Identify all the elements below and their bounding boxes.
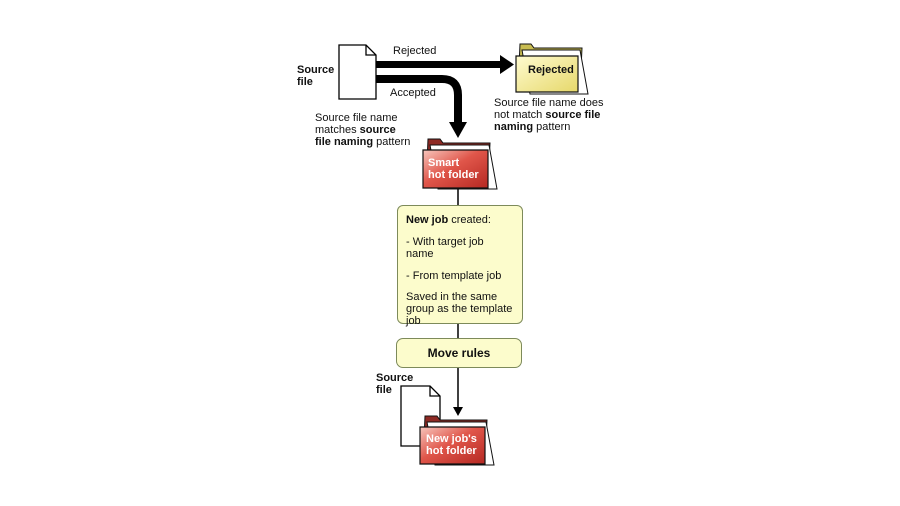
new-job-saved-line3: job (406, 315, 421, 327)
rejected-arrow-shaft (376, 61, 502, 68)
accepted-arrowhead (449, 122, 467, 138)
accepted-arrow-path (376, 75, 462, 123)
new-job-item-target-name: - With target job name (406, 236, 484, 260)
new-job-title-bold: New job (406, 214, 449, 226)
smart-hot-folder-label-line2: hot folder (428, 169, 479, 181)
source-file-label-line1: Source (297, 64, 335, 76)
source-file-label-line2: file (297, 76, 313, 88)
source-file-bottom-label: Source file (376, 372, 413, 396)
smart-hot-folder-label: Smart hot folder (428, 157, 479, 181)
accepted-edge-label: Accepted (390, 87, 436, 99)
new-job-saved-text: Saved in the same group as the template … (406, 291, 514, 327)
new-job-saved-line1: Saved in the same (406, 291, 498, 303)
new-job-box: New job created: - With target job name … (397, 205, 523, 327)
accepted-note-line1: Source file name (315, 112, 398, 124)
source-document-icon (338, 44, 377, 100)
rejected-note-line3-bold: naming (494, 121, 534, 133)
rejected-arrowhead (500, 55, 514, 74)
new-job-hot-folder-icon (419, 415, 495, 466)
rejected-edge-label: Rejected (393, 45, 437, 57)
accepted-note-line3-text: pattern (373, 136, 411, 148)
rejected-folder-icon (515, 43, 589, 95)
move-rules-label: Move rules (427, 346, 491, 360)
accepted-note-line2: matches source (315, 124, 410, 136)
new-job-title: New job created: (406, 214, 514, 226)
rejected-note-line2-text: not match (494, 109, 546, 121)
accepted-note-line3: file naming pattern (315, 136, 410, 148)
source-file-label: Source file (297, 64, 334, 88)
rejected-note-line1: Source file name does (494, 97, 604, 109)
rejected-note-line3-text: pattern (533, 121, 571, 133)
new-job-title-text: created: (448, 214, 491, 226)
smart-hot-folder-icon (422, 138, 498, 190)
rejected-folder-label: Rejected (528, 64, 574, 76)
new-job-hot-folder-label-line2: hot folder (426, 445, 477, 457)
new-job-hot-folder-label: New job's hot folder (426, 433, 477, 457)
rejected-note-line2: not match source file (494, 109, 603, 121)
move-rules-box: Move rules (396, 338, 522, 368)
accepted-note: Source file name matches source file nam… (315, 112, 410, 148)
rejected-note: Source file name does not match source f… (494, 97, 603, 133)
arrowhead-to-jobfolder (453, 407, 463, 416)
new-job-saved-line2: group as the template (406, 303, 513, 315)
source-file-bottom-label-line2: file (376, 384, 392, 396)
accepted-note-line2-text: matches (315, 124, 360, 136)
new-job-hot-folder-label-line1: New job's (426, 433, 477, 445)
rejected-note-line2-bold: source file (545, 109, 601, 121)
new-job-item-template: - From template job (406, 270, 502, 282)
rejected-note-line3: naming pattern (494, 121, 603, 133)
accepted-note-line2-bold: source (359, 124, 396, 136)
source-file-bottom-label-line1: Source (376, 372, 414, 384)
accepted-note-line3-bold: file naming (315, 136, 374, 148)
smart-hot-folder-label-line1: Smart (428, 157, 460, 169)
